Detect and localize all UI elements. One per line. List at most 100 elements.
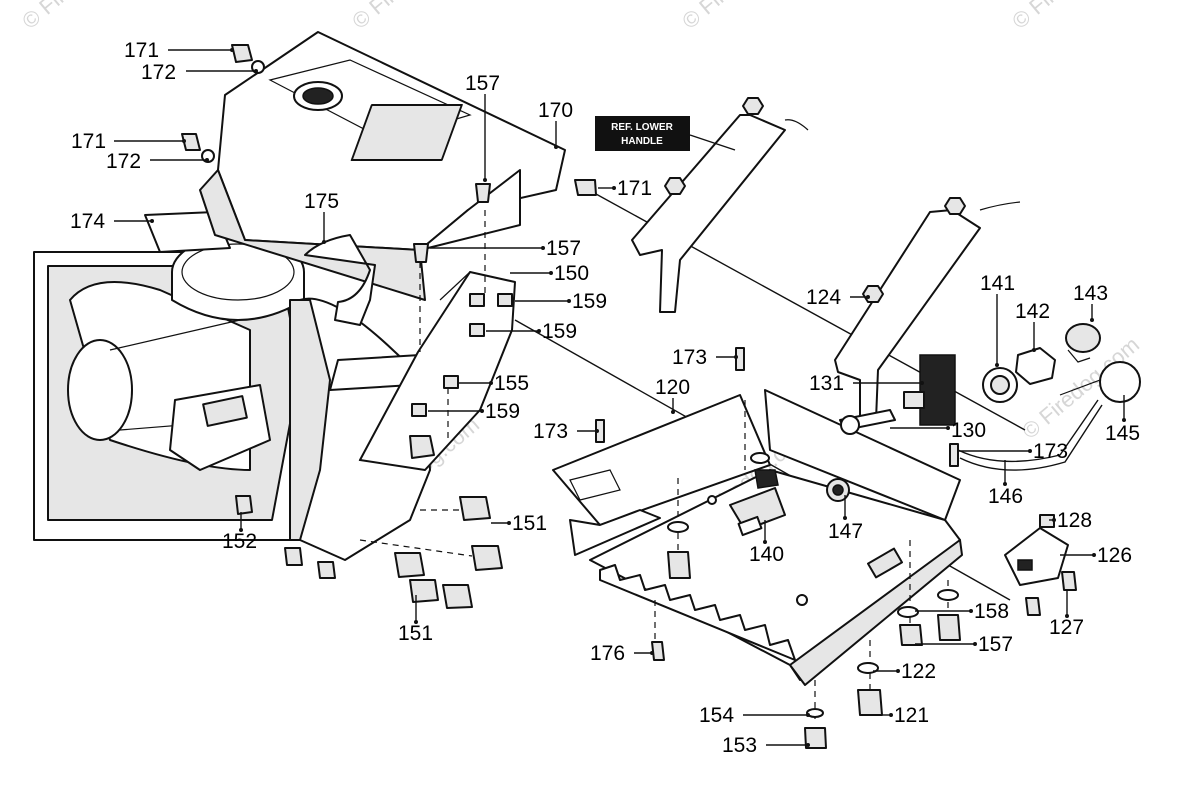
dash-panel [552,394,771,556]
part-number-label: 126 [1097,544,1132,567]
callout-dot [1028,449,1032,453]
callout-122: 122 [873,660,936,683]
callout-173: 173 [958,440,1068,463]
part-number-label: 159 [542,320,577,343]
callout-171: 171 [124,39,234,62]
watermark-text: © Firedog.com [1007,0,1134,34]
callout-173: 173 [533,420,599,443]
callout-dot [541,246,545,250]
key-switch [982,323,1141,403]
callout-159: 159 [486,320,577,343]
callout-172: 172 [141,61,258,84]
part-number-label: 121 [894,704,929,727]
part-number-label: 171 [124,39,159,62]
part-number-label: 130 [951,419,986,442]
callout-dot [182,139,186,143]
part-number-label: 157 [546,237,581,260]
callout-157: 157 [430,237,581,260]
callout-176: 176 [590,642,654,665]
callout-dot [806,743,810,747]
callout-dot [806,713,810,717]
callout-128: 128 [1049,509,1092,532]
callout-175: 175 [304,190,339,244]
part-number-label: 157 [465,72,500,95]
callout-121: 121 [875,704,929,727]
deflector-plate [359,271,516,471]
part-number-label: 170 [538,99,573,122]
callout-dot [1122,418,1126,422]
callout-dot [1065,614,1069,618]
part-number-label: 154 [699,704,734,727]
callout-151: 151 [491,512,547,535]
part-number-label: 141 [980,272,1015,295]
callout-dot [239,528,243,532]
part-number-label: 176 [590,642,625,665]
part-number-label: 153 [722,734,757,757]
callout-126: 126 [1060,544,1132,567]
part-number-label: 173 [1033,440,1068,463]
part-number-label: 159 [485,400,520,423]
callout-120: 120 [655,376,690,414]
callout-173: 173 [672,346,738,369]
callout-155: 155 [458,372,529,395]
callout-dot [414,620,418,624]
part-number-label: 120 [655,376,690,399]
part-number-label: 128 [1057,509,1092,532]
callout-dot [1032,348,1036,352]
control-switch [729,469,786,537]
callout-154: 154 [699,704,810,727]
callout-dot [1052,518,1056,522]
callout-dot [150,219,154,223]
callout-dot [595,429,599,433]
part-number-label: 151 [512,512,547,535]
callout-131: 131 [809,372,924,395]
ref-box-line2: HANDLE [621,136,663,147]
callout-146: 146 [988,460,1023,508]
callout-dot [866,295,870,299]
callout-dot [650,651,654,655]
part-number-label: 131 [809,372,844,395]
part-number-label: 151 [398,622,433,645]
callout-171: 171 [71,130,186,153]
callout-dot [567,299,571,303]
part-number-label: 171 [617,177,652,200]
part-number-label: 124 [806,286,841,309]
part-number-label: 175 [304,190,339,213]
part-number-label: 140 [749,543,784,566]
callout-dot [230,48,234,52]
callout-140: 140 [749,520,784,566]
callout-150: 150 [510,262,589,285]
callout-145: 145 [1105,395,1140,445]
callout-dot [322,240,326,244]
callout-dot [889,713,893,717]
callout-174: 174 [70,210,154,233]
callout-143: 143 [1073,282,1108,322]
part-number-label: 122 [901,660,936,683]
callout-159: 159 [515,290,607,313]
lower-shield [289,297,431,561]
callout-labels: 1711721711721571701711741751571501591591… [70,39,1140,757]
ref-lower-handle-box: REF. LOWER HANDLE [595,116,736,151]
callout-147: 147 [828,495,863,543]
callout-170: 170 [538,99,573,149]
callout-127: 127 [1049,590,1084,639]
callout-141: 141 [980,272,1015,367]
wire-harness [957,399,1103,471]
part-number-label: 172 [106,150,141,173]
housing-bolts [181,44,597,609]
callout-142: 142 [1015,300,1050,352]
callout-dot [763,540,767,544]
part-number-label: 143 [1073,282,1108,305]
callout-dot [480,409,484,413]
part-number-label: 150 [554,262,589,285]
callout-dot [554,145,558,149]
callout-dot [537,329,541,333]
ref-box-line1: REF. LOWER [611,122,673,133]
part-number-label: 157 [978,633,1013,656]
part-number-label: 147 [828,520,863,543]
part-number-label: 173 [672,346,707,369]
part-number-label: 155 [494,372,529,395]
watermark-text: © Firedog.com [347,0,474,34]
callout-130: 130 [890,419,986,442]
